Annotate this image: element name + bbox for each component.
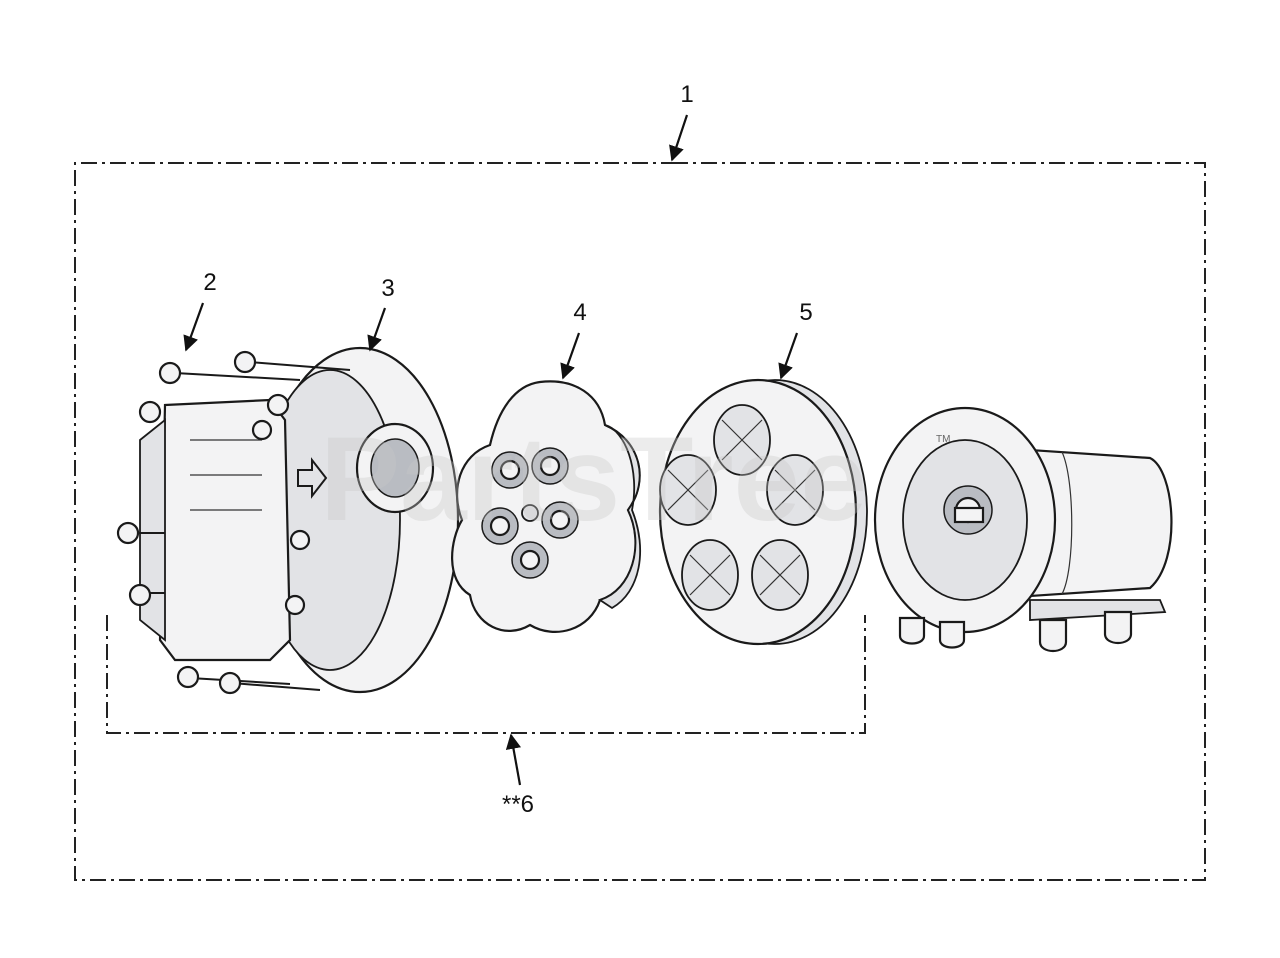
motor-shaft <box>953 506 985 524</box>
callout-label-6: **6 <box>502 791 534 818</box>
valve-port-inner-2 <box>539 455 561 477</box>
valve-port-inner-3 <box>489 515 511 537</box>
cup-cross-5 <box>759 554 801 596</box>
callout-leader-5 <box>778 332 799 380</box>
callout-leader-6 <box>505 733 522 786</box>
cup-cross-4 <box>689 554 731 596</box>
valve-port-inner-4 <box>549 509 571 531</box>
callout-label-5: 5 <box>799 299 812 326</box>
pump-head-assembly <box>116 346 460 695</box>
motor-foot-3 <box>1038 618 1068 653</box>
motor-foot-2 <box>938 620 966 649</box>
screw-set <box>116 350 351 695</box>
callout-leader-3 <box>367 307 387 352</box>
kit-boundary-inner <box>106 615 866 734</box>
cup-cross-3 <box>774 469 816 511</box>
valve-side-depth <box>597 424 642 610</box>
motor-foot-4 <box>1103 610 1133 645</box>
callout-leader-1 <box>669 114 689 162</box>
callout-leader-2 <box>183 302 205 352</box>
callout-label-4: 4 <box>573 299 586 326</box>
outlet-port-thread <box>370 438 420 498</box>
cover-side-face <box>139 418 166 642</box>
motor-base-mount <box>1029 599 1167 621</box>
callout-label-3: 3 <box>381 275 394 302</box>
trademark-mark: TM <box>936 434 950 445</box>
callout-label-2: 2 <box>203 269 216 296</box>
watermark-text: PartsTree <box>320 412 867 546</box>
diaphragm-plate <box>658 378 868 646</box>
motor-can-band <box>1061 451 1073 595</box>
valve-center-hole <box>521 504 539 522</box>
motor-assembly: TM <box>873 406 1173 653</box>
valve-assembly <box>451 380 642 633</box>
flow-direction-arrow-icon <box>297 457 328 499</box>
pump-front-cover <box>158 398 292 662</box>
callout-leader-4 <box>560 332 581 380</box>
valve-port-inner-5 <box>519 549 541 571</box>
motor-foot-1 <box>898 616 926 645</box>
callout-label-1: 1 <box>680 81 693 108</box>
cup-cross-1 <box>721 419 763 461</box>
cup-cross-2 <box>667 469 709 511</box>
valve-port-inner-1 <box>499 459 521 481</box>
assembly-boundary-outer <box>74 162 1206 881</box>
